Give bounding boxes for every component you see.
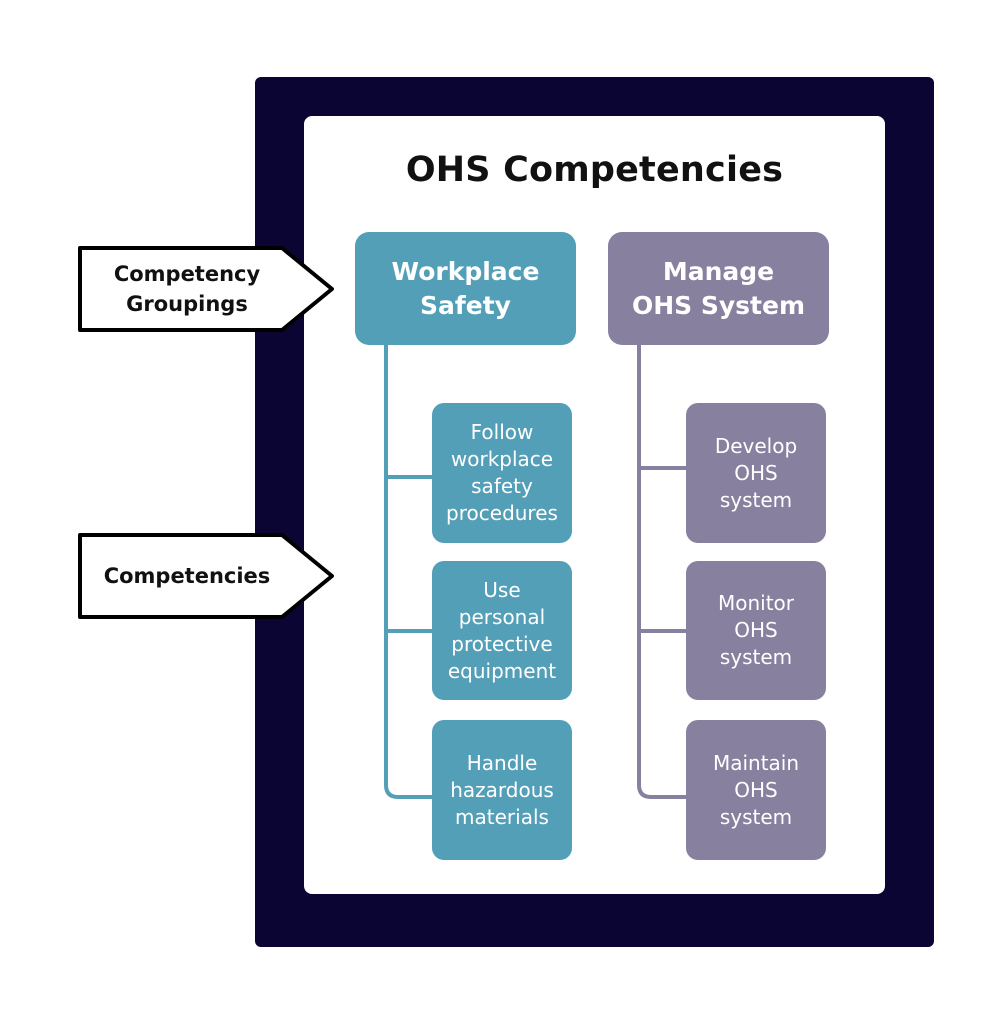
group-manage-ohs-system: Manage OHS System — [608, 232, 829, 345]
competency-use-ppe: Use personal protective equipment — [432, 561, 572, 700]
competency-follow-safety-procedures: Follow workplace safety procedures — [432, 403, 572, 543]
callout-arrow-competencies — [78, 533, 334, 619]
competency-develop-ohs-system: Develop OHS system — [686, 403, 826, 543]
diagram-title: OHS Competencies — [405, 150, 784, 190]
tree-manage-ohs — [637, 345, 686, 799]
callout-competencies: Competencies — [103, 564, 271, 588]
competency-monitor-ohs-system: Monitor OHS system — [686, 561, 826, 700]
group-workplace-safety: Workplace Safety — [355, 232, 576, 345]
competency-handle-hazardous-materials: Handle hazardous materials — [432, 720, 572, 860]
callout-arrow-groupings — [78, 246, 334, 332]
competency-maintain-ohs-system: Maintain OHS system — [686, 720, 826, 860]
callout-competency-groupings: Competency Groupings — [113, 262, 261, 316]
tree-workplace-safety — [384, 345, 432, 799]
